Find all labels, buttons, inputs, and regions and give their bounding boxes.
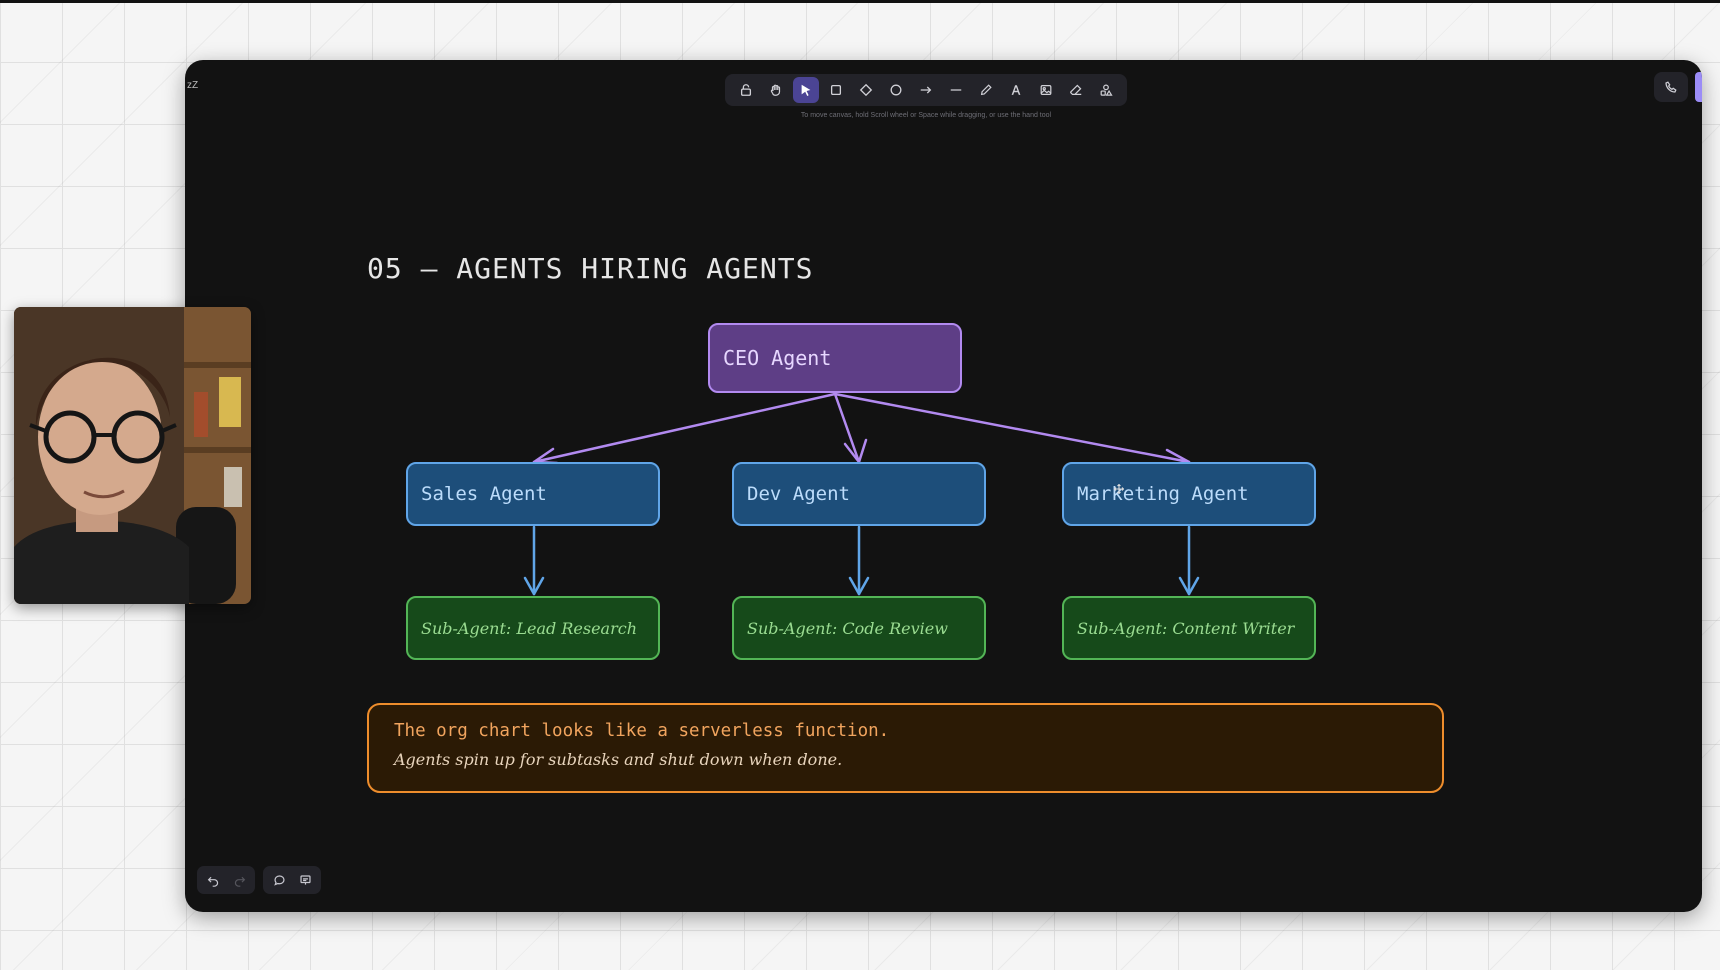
sales-agent-node[interactable]: Sales Agent [406,462,660,526]
image-icon [1040,85,1052,95]
code-review-subagent-node[interactable]: Sub-Agent: Code Review [732,596,986,660]
eraser-icon [1070,84,1082,95]
edge-marketing-sub-head [1178,576,1200,596]
edge-ceo-sales-head [532,447,559,465]
hand-icon [770,84,781,96]
bottom-toolbar [197,866,321,894]
collaboration-controls [263,866,321,894]
text-tool-button[interactable] [1003,77,1029,103]
undo-button[interactable] [201,868,225,892]
undo-icon [207,876,218,887]
book [224,467,242,507]
marketing-agent-label: Marketing Agent [1077,483,1249,505]
lead-research-subagent-label: Sub-Agent: Lead Research [421,618,637,638]
cursor-icon [801,84,811,96]
arrow-tool-button[interactable] [913,77,939,103]
corner-label: zZ [187,80,199,91]
draw-tool-button[interactable] [973,77,999,103]
ceo-agent-label: CEO Agent [723,346,832,370]
takeaway-note[interactable]: The org chart looks like a serverless fu… [367,703,1444,793]
dev-agent-label: Dev Agent [747,483,850,505]
presenter-video-frame [14,307,251,604]
book [219,377,241,427]
slide-title: 05 — AGENTS HIRING AGENTS [367,252,814,285]
edge-dev-sub-head [848,576,870,596]
drawing-toolbar [725,74,1127,106]
redo-button[interactable] [227,868,251,892]
image-tool-button[interactable] [1033,77,1059,103]
comment-icon [273,874,285,886]
note-headline: The org chart looks like a serverless fu… [394,721,890,741]
dev-agent-node[interactable]: Dev Agent [732,462,986,526]
code-review-subagent-label: Sub-Agent: Code Review [747,618,948,638]
comment-button[interactable] [267,868,291,892]
line-tool-button[interactable] [943,77,969,103]
note-subline: Agents spin up for subtasks and shut dow… [394,750,843,769]
ellipse-tool-button[interactable] [883,77,909,103]
ceo-agent-node[interactable]: CEO Agent [708,323,962,393]
shelf-board [182,447,251,453]
hand-tool-button[interactable] [763,77,789,103]
sales-agent-label: Sales Agent [421,483,547,505]
text-icon [1011,85,1021,95]
edge-sales-sub-head [523,576,545,596]
call-button[interactable] [1654,72,1688,102]
edge-ceo-marketing [833,392,1191,464]
agent-connectors [523,525,1200,596]
presenter-webcam-overlay [14,307,251,604]
lock-icon [740,84,752,96]
shelf-board [182,362,251,368]
microphone [176,507,236,604]
book [194,392,208,437]
content-writer-subagent-node[interactable]: Sub-Agent: Content Writer [1062,596,1316,660]
lead-research-subagent-node[interactable]: Sub-Agent: Lead Research [406,596,660,660]
glasses-bridge [29,423,177,437]
edge-ceo-sales [532,392,837,464]
more-tools-button[interactable] [1093,77,1119,103]
ceo-connectors [532,392,1191,467]
presenter-mouth [83,489,125,499]
arrow-icon [920,86,932,94]
eraser-tool-button[interactable] [1063,77,1089,103]
square-icon [830,84,842,96]
canvas-hint: To move canvas, hold Scroll wheel or Spa… [800,112,1052,119]
shapes-icon [1100,84,1113,96]
move-cursor-icon [1114,484,1124,494]
rectangle-tool-button[interactable] [823,77,849,103]
marketing-agent-node[interactable]: Marketing Agent [1062,462,1316,526]
diamond-tool-button[interactable] [853,77,879,103]
diamond-icon [859,83,873,97]
redo-icon [234,876,245,887]
circle-icon [890,84,902,96]
present-button[interactable] [293,868,317,892]
pencil-icon [980,84,992,96]
edge-ceo-dev [833,392,861,464]
history-controls [197,866,255,894]
selection-tool-button[interactable] [793,77,819,103]
whiteboard-app-window[interactable]: zZ [185,60,1702,912]
phone-icon [1665,81,1677,93]
content-writer-subagent-label: Sub-Agent: Content Writer [1077,618,1295,638]
presenter-shirt [14,520,189,604]
edge-ceo-dev-head [843,438,868,464]
screen-top-edge [0,0,1720,3]
lock-tool-button[interactable] [733,77,759,103]
side-panel-handle[interactable] [1695,72,1702,102]
line-icon [950,89,962,91]
presentation-icon [299,874,311,885]
